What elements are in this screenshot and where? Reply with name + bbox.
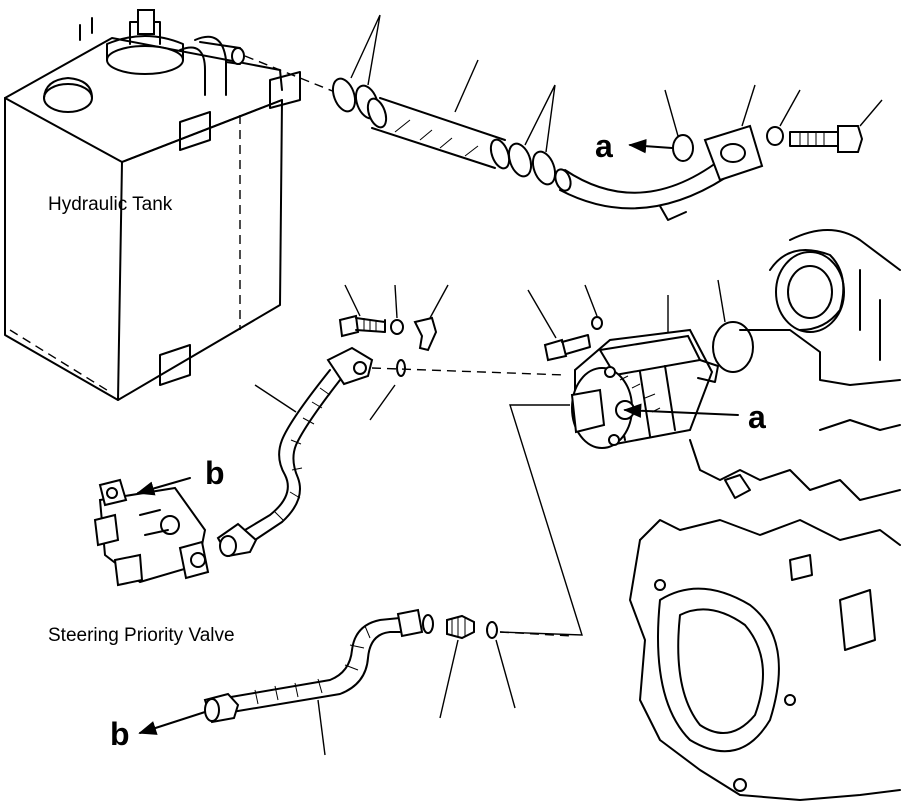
arrow-a-upper: [628, 138, 673, 154]
reference-b-hose: b: [110, 716, 130, 752]
arrow-b-valve: [136, 477, 191, 496]
pump-leaders: [527, 279, 726, 339]
hydraulic-tank: [4, 9, 301, 401]
steering-priority-valve: [93, 478, 210, 587]
gear-pump: [570, 328, 719, 449]
steering-hose-upper: [216, 346, 406, 558]
arrow-a-pump: [623, 403, 739, 418]
upper-leaders: [350, 14, 883, 153]
reference-a-upper: a: [595, 128, 613, 164]
steering-hose-lower: [203, 608, 498, 724]
lower-hose-leaders: [317, 639, 516, 756]
lower-hose-centerline: [499, 631, 573, 637]
pump-fasteners: [543, 316, 754, 373]
reference-a-pump: a: [748, 399, 766, 435]
arrow-b-hose: [138, 711, 206, 735]
hydraulic-tank-label: Hydraulic Tank: [48, 194, 173, 215]
upper-hose-fasteners: [338, 314, 438, 352]
reference-b-valve: b: [205, 455, 225, 491]
upper-hose-leaders: [254, 284, 449, 421]
transmission-case: [629, 229, 901, 801]
suction-hose-assembly: [331, 77, 864, 221]
steering-priority-valve-label: Steering Priority Valve: [48, 625, 235, 646]
upper-hose-centerline: [371, 367, 566, 376]
suction-centerline: [244, 55, 336, 93]
pump-outlet-centerline: [499, 404, 583, 636]
